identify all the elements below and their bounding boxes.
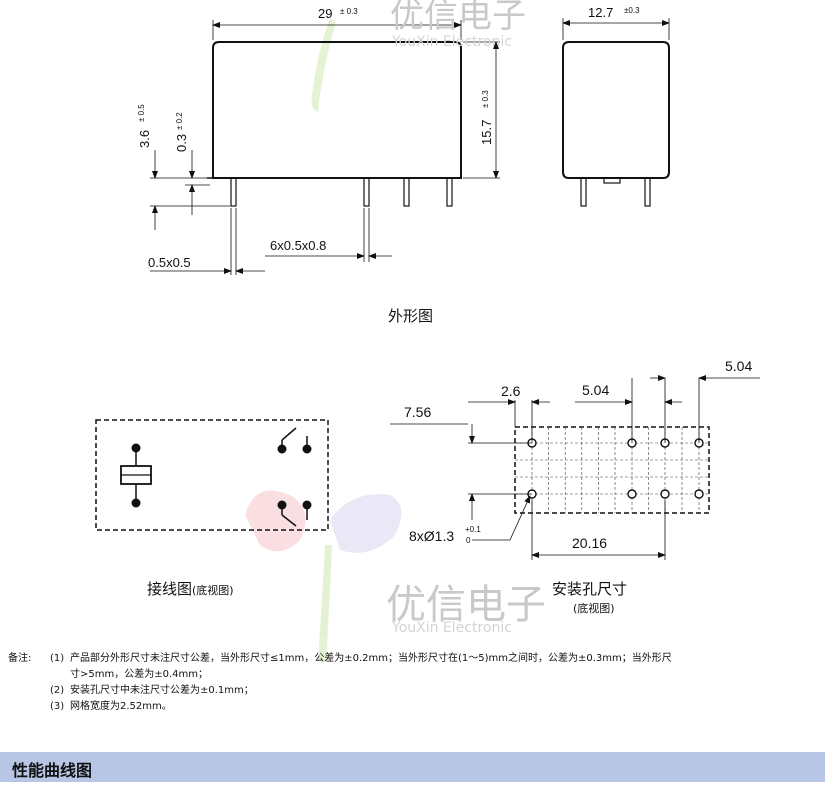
pin-size-label-1: 0.5x0.5 xyxy=(148,255,191,270)
watermark-text-bottom: 优信电子 xyxy=(386,582,546,628)
note-3: (3) 网格宽度为2.52mm。 xyxy=(8,699,672,715)
mounting-hole xyxy=(660,489,670,499)
watermark-text-top: 优信电子 xyxy=(390,0,526,36)
hole-count-label: 8xØ1.3 xyxy=(409,528,454,544)
pin-size-label-2: 6x0.5x0.8 xyxy=(270,238,326,253)
outline-caption: 外形图 xyxy=(388,307,434,325)
hole-tol-upper: +0.1 xyxy=(465,525,481,534)
section-title: 性能曲线图 xyxy=(12,761,93,780)
notes-prefix: 备注: xyxy=(8,653,32,664)
width-label: 29 xyxy=(318,6,332,21)
front-view xyxy=(150,20,500,275)
wiring-diagram xyxy=(95,419,329,531)
pitch-b-label: 5.04 xyxy=(582,382,609,398)
height-tol: ± 0.3 xyxy=(481,90,490,108)
width-tol: ± 0.3 xyxy=(340,7,358,16)
side-view xyxy=(562,18,670,207)
wiring-caption-note: (底视图) xyxy=(192,584,234,597)
hole-layout-labels: 2.6 5.04 5.04 7.56 20.16 8xØ1.3 +0.1 0 xyxy=(404,358,752,551)
mounting-hole xyxy=(627,489,637,499)
note-1: 备注: (1) 产品部分外形尺寸未注尺寸公差，当外形尺寸≤1mm，公差为±0.2mm… xyxy=(8,651,672,667)
watermark-en-bottom: YouXin Electronic xyxy=(392,620,512,636)
front-view-labels: 29 ± 0.3 15.7 ± 0.3 3.6 ± 0.5 0.3 ± 0.2 … xyxy=(137,6,494,270)
mounting-hole xyxy=(694,489,704,499)
note-2-text: 安装孔尺寸中未注尺寸公差为±0.1mm； xyxy=(70,685,254,696)
standoff-label: 0.3 xyxy=(174,134,189,152)
pin-length-label: 3.6 xyxy=(137,130,152,148)
wiring-caption: 接线图 xyxy=(147,580,193,598)
depth-tol: ±0.3 xyxy=(624,6,640,15)
side-view-labels: 12.7 ±0.3 xyxy=(588,5,640,20)
note-3-num: (3) xyxy=(50,701,65,712)
note-3-text: 网格宽度为2.52mm。 xyxy=(70,701,172,712)
note-1-num: (1) xyxy=(50,653,65,664)
hole-tol-lower: 0 xyxy=(466,536,471,545)
pitch-a-label: 2.6 xyxy=(501,383,521,399)
note-2-num: (2) xyxy=(50,685,65,696)
wiring-caption-wrap: 接线图(底视图) xyxy=(147,578,234,599)
note-2: (2) 安装孔尺寸中未注尺寸公差为±0.1mm； xyxy=(8,683,672,699)
row-gap-label: 7.56 xyxy=(404,404,431,420)
span-label: 20.16 xyxy=(572,535,607,551)
height-label: 15.7 xyxy=(479,120,494,145)
note-1-text: 产品部分外形尺寸未注尺寸公差，当外形尺寸≤1mm，公差为±0.2mm；当外形尺寸… xyxy=(70,653,672,664)
note-1-cont: 寸>5mm，公差为±0.4mm； xyxy=(70,669,208,680)
hole-layout xyxy=(390,375,760,560)
holes-caption: 安装孔尺寸 xyxy=(552,580,628,598)
notes-block: 备注: (1) 产品部分外形尺寸未注尺寸公差，当外形尺寸≤1mm，公差为±0.2mm… xyxy=(8,651,672,715)
section-header-bar: 性能曲线图 xyxy=(0,752,825,782)
watermark-logo xyxy=(245,18,402,663)
pin-length-tol: ± 0.5 xyxy=(137,104,146,122)
holes-caption-note: (底视图) xyxy=(573,602,615,615)
watermark-en-top: YouXin Electronic xyxy=(392,34,512,50)
standoff-tol: ± 0.2 xyxy=(175,112,184,130)
pitch-c-label: 5.04 xyxy=(725,358,752,374)
depth-label: 12.7 xyxy=(588,5,613,20)
